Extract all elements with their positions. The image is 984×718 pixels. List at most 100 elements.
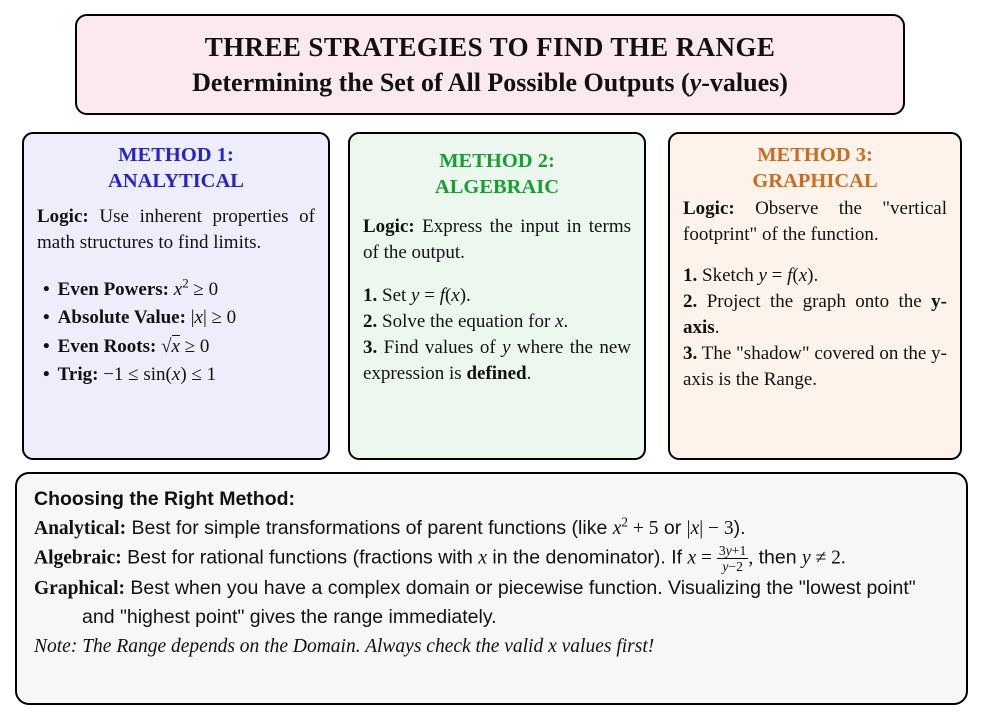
bullet-item-even-roots: • Even Roots: √x ≥ 0 bbox=[37, 333, 315, 362]
text-run: f bbox=[439, 284, 445, 306]
text-run: . bbox=[563, 310, 569, 332]
text-run: | − 3 bbox=[699, 518, 734, 539]
text-run: + 5 bbox=[627, 518, 659, 539]
method3-heading-line2: GRAPHICAL bbox=[752, 169, 878, 192]
text-run: Logic: bbox=[683, 197, 735, 219]
method3-step-list: 1. Sketch y = f(x). 2. Project the graph… bbox=[683, 263, 947, 393]
step-item-1: 1. Set y = f(x). bbox=[363, 283, 631, 309]
text-run: = bbox=[766, 264, 788, 286]
text-run: defined bbox=[466, 362, 527, 384]
text-run: or bbox=[658, 517, 687, 539]
text-run: x bbox=[555, 310, 564, 332]
text-run: ≥ 0 bbox=[188, 278, 219, 300]
text-run: Logic: bbox=[37, 205, 89, 227]
text-run: 2. bbox=[683, 290, 698, 312]
text-run: ( bbox=[444, 284, 452, 306]
text-run: Best for simple transformations of paren… bbox=[126, 517, 613, 539]
text-run: y bbox=[758, 264, 767, 286]
text-run: Note: The Range depends on the Domain. A… bbox=[34, 636, 549, 658]
text-run: Solve the equation for bbox=[377, 310, 556, 332]
text-run: Graphical: bbox=[34, 578, 125, 600]
text-run: 3. bbox=[683, 342, 698, 364]
text-run: x bbox=[687, 547, 697, 569]
step-item-2: 2. Solve the equation for x. bbox=[363, 309, 631, 335]
page-subtitle: Determining the Set of All Possible Outp… bbox=[192, 66, 788, 100]
text-run: y-axis bbox=[683, 290, 947, 338]
text-run: x bbox=[173, 278, 183, 300]
text-run: Observe the "vertical footprint" of the … bbox=[683, 197, 947, 245]
text-run: | bbox=[686, 518, 691, 539]
summary-line-analytical: Analytical: Best for simple transformati… bbox=[34, 514, 950, 543]
text-run: then bbox=[753, 546, 802, 569]
text-run: +1 bbox=[731, 543, 747, 558]
method-card-algebraic: METHOD 2: ALGEBRAIC Logic: Express the i… bbox=[348, 132, 646, 460]
text-run: ). bbox=[459, 284, 471, 306]
text-run: | bbox=[185, 307, 195, 329]
bullet-icon: • bbox=[43, 307, 50, 329]
method3-heading: METHOD 3: GRAPHICAL bbox=[683, 143, 947, 195]
method1-heading: METHOD 1: ANALYTICAL bbox=[37, 143, 315, 195]
text-run: Set bbox=[377, 284, 412, 306]
text-run: x bbox=[194, 307, 203, 329]
step-item-3: 3. Find values of y where the new expres… bbox=[363, 335, 631, 387]
page-title: THREE STRATEGIES TO FIND THE RANGE bbox=[204, 32, 776, 63]
text-run: Use inherent properties of math structur… bbox=[37, 205, 315, 253]
bullet-item-trig: • Trig: −1 ≤ sin(x) ≤ 1 bbox=[37, 361, 315, 390]
method1-heading-line1: METHOD 1: bbox=[118, 144, 234, 166]
text-run: √ bbox=[156, 335, 172, 357]
text-run: Absolute Value: bbox=[57, 307, 186, 329]
text-run: −2 bbox=[728, 559, 743, 575]
method1-heading-line2: ANALYTICAL bbox=[108, 169, 244, 192]
text-run: 3. bbox=[363, 336, 378, 358]
text-run: -values) bbox=[701, 67, 788, 97]
step-item-2: 2. Project the graph onto the y-axis. bbox=[683, 289, 947, 341]
text-run: The "shadow" covered on the y-axis is th… bbox=[683, 342, 947, 390]
method1-logic: Logic: Use inherent properties of math s… bbox=[37, 204, 315, 256]
bullet-text: Even Roots: √x ≥ 0 bbox=[57, 334, 210, 357]
text-run: Algebraic: bbox=[34, 547, 122, 569]
text-run: 1. bbox=[363, 284, 378, 306]
bullet-item-even-powers: •Even Powers: x2 ≥ 0 bbox=[37, 276, 315, 305]
text-run: ≥ 0 bbox=[179, 335, 210, 357]
step-item-1: 1. Sketch y = f(x). bbox=[683, 263, 947, 289]
bullet-text: Trig: −1 ≤ sin(x) ≤ 1 bbox=[58, 364, 216, 385]
text-run: Even Powers: bbox=[57, 278, 169, 300]
text-run: 2 bbox=[621, 514, 628, 530]
text-run: ( bbox=[792, 264, 799, 286]
text-run: Best for rational functions (fractions w… bbox=[121, 546, 479, 569]
text-run: Project the graph onto the bbox=[697, 290, 932, 312]
text-run: Express the input in terms of the output… bbox=[363, 215, 631, 263]
text-run: f bbox=[787, 264, 793, 286]
text-run: . bbox=[714, 316, 720, 338]
text-run: x bbox=[690, 518, 700, 539]
title-banner: THREE STRATEGIES TO FIND THE RANGE Deter… bbox=[75, 14, 905, 115]
bullet-icon: • bbox=[43, 335, 50, 357]
text-run: y bbox=[689, 67, 702, 97]
method2-logic: Logic: Express the input in terms of the… bbox=[363, 214, 631, 266]
bullet-icon: • bbox=[43, 364, 50, 386]
text-run: = bbox=[696, 547, 717, 569]
text-run: x bbox=[478, 547, 487, 569]
method1-bullet-list: •Even Powers: x2 ≥ 0 •Absolute Value: |x… bbox=[37, 276, 315, 390]
text-run: x bbox=[171, 364, 181, 386]
text-run: ). bbox=[733, 517, 746, 539]
bullet-text: Even Powers: x2 ≥ 0 bbox=[57, 276, 219, 300]
text-run: x bbox=[548, 636, 557, 658]
text-run: Find values of bbox=[377, 336, 503, 358]
summary-box: Choosing the Right Method: Analytical: B… bbox=[15, 472, 968, 705]
bullet-text: Absolute Value: |x| ≥ 0 bbox=[58, 307, 237, 328]
text-run: y bbox=[502, 336, 511, 358]
method2-heading-line1: METHOD 2: bbox=[439, 150, 555, 172]
method2-step-list: 1. Set y = f(x). 2. Solve the equation f… bbox=[363, 283, 631, 387]
text-run: x bbox=[798, 264, 808, 286]
text-run: Even Roots: bbox=[57, 335, 157, 357]
summary-note: Note: The Range depends on the Domain. A… bbox=[34, 632, 950, 661]
text-run: x bbox=[171, 334, 180, 357]
step-item-3: 3. The "shadow" covered on the y-axis is… bbox=[683, 341, 947, 393]
text-run: in the denominator). If bbox=[486, 546, 688, 569]
text-run: x bbox=[612, 518, 622, 539]
text-run: ). bbox=[807, 264, 819, 286]
text-run: y bbox=[801, 547, 811, 569]
